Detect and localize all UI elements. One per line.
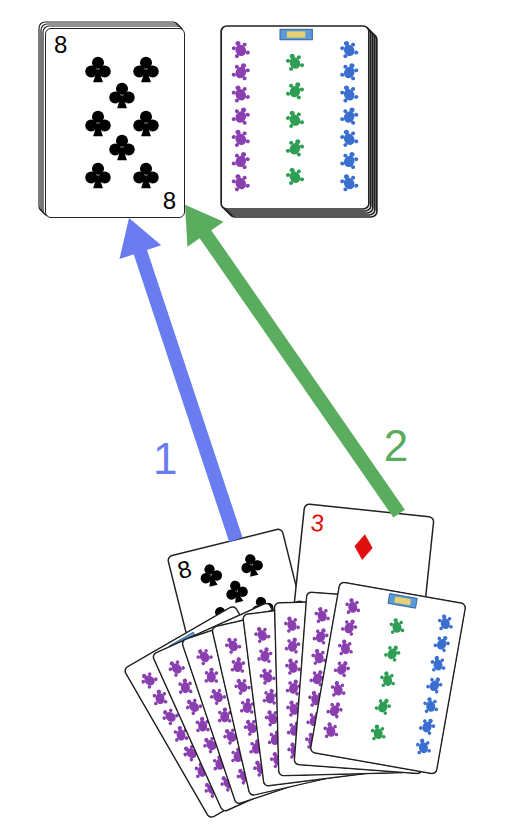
play-arrow <box>119 218 235 540</box>
club-pips <box>46 29 183 216</box>
card-rank: 8 <box>54 33 67 57</box>
card-rank: 3 <box>310 511 326 536</box>
play-arrow <box>185 205 399 514</box>
card-back <box>310 582 466 775</box>
card-rank: 8 <box>175 557 194 584</box>
discard-top-card: 88 <box>45 28 185 218</box>
step-number: 1 <box>153 437 177 481</box>
card-rank: 8 <box>163 189 176 213</box>
hand-card: 8 <box>167 528 323 721</box>
hand-card: 3 <box>286 504 434 697</box>
step-number: 2 <box>384 424 408 468</box>
